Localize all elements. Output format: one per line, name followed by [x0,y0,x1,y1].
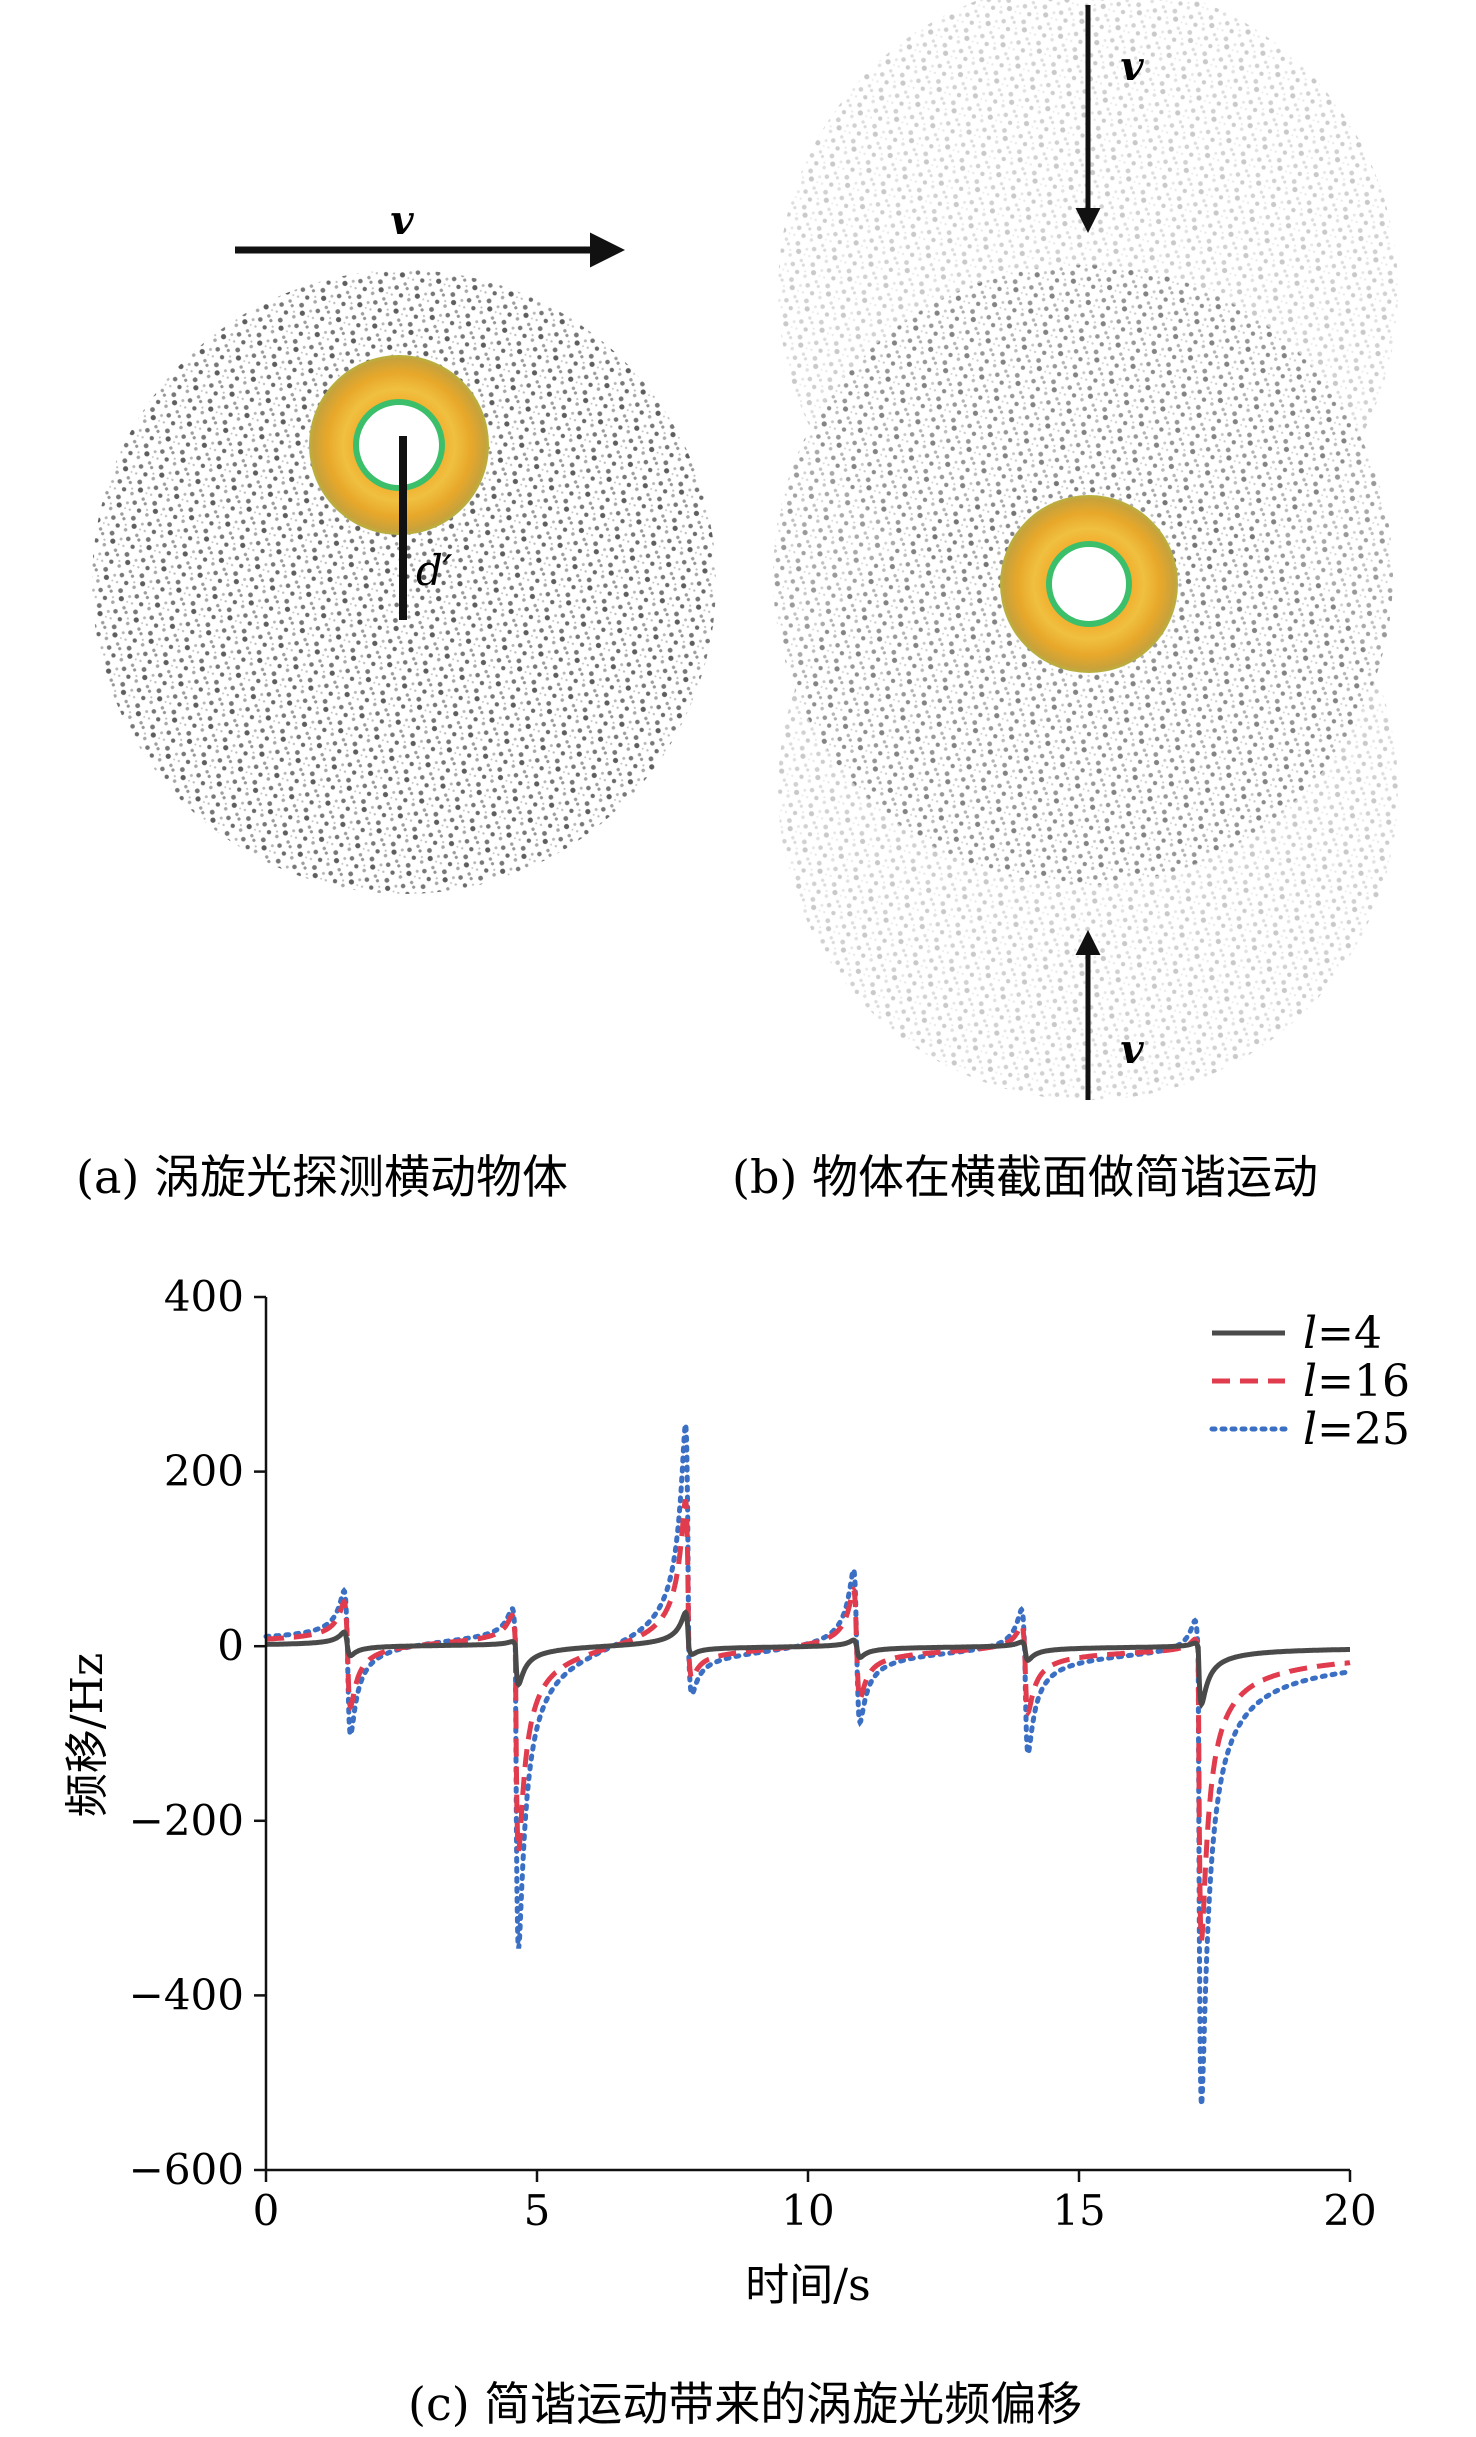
caption-c: (c) 简谐运动带来的涡旋光频偏移 [408,2377,1082,2431]
y-tick-label: −400 [129,1970,244,2019]
series-line-l-16 [266,1499,1351,1941]
plot-lines [263,1423,1353,2106]
series-line-l-25 [263,1423,1353,2106]
series-line-l-4 [266,1609,1350,1710]
chart-axes [264,1297,1350,2172]
y-tick-label: 0 [217,1621,244,1670]
velocity-label-a: v [390,197,414,244]
legend-label: l=25 [1303,1404,1410,1455]
y-tick-label: −600 [129,2145,244,2194]
distance-label-a: d′ [416,546,453,595]
y-axis-label: 频移/Hz [62,1653,113,1817]
x-tick-label: 10 [781,2186,834,2235]
panel-c-chart: 0 5 10 15 20 400 200 0 −200 −400 −600 频移/Hz 时间/s l… [62,1272,1410,2431]
x-axis-label: 时间/s [745,2260,870,2311]
legend-label: l=16 [1303,1356,1410,1407]
legend-label: l=4 [1303,1308,1382,1359]
panel-b: v v (b) 物体在横截面做简谐运动 [732,0,1398,1204]
caption-b: (b) 物体在横截面做简谐运动 [732,1150,1318,1204]
x-tick-label: 20 [1323,2186,1376,2235]
velocity-label-b-top: v [1120,43,1144,90]
y-tick-label: 200 [164,1447,244,1496]
velocity-label-b-bottom: v [1120,1026,1144,1073]
caption-a: (a) 涡旋光探测横动物体 [76,1150,568,1204]
chart-legend: l=4l=16l=25 [1209,1308,1410,1455]
y-tick-label: 400 [164,1272,244,1321]
vortex-beam-b [1000,495,1178,673]
x-tick-label: 5 [524,2186,551,2235]
y-tick-label: −200 [129,1796,244,1845]
chart-ticks: 0 5 10 15 20 400 200 0 −200 −400 −600 [129,1272,1377,2235]
x-tick-label: 0 [253,2186,280,2235]
panel-a: v d′ (a) 涡旋光探测横动物体 [76,197,716,1204]
x-tick-label: 15 [1052,2186,1105,2235]
